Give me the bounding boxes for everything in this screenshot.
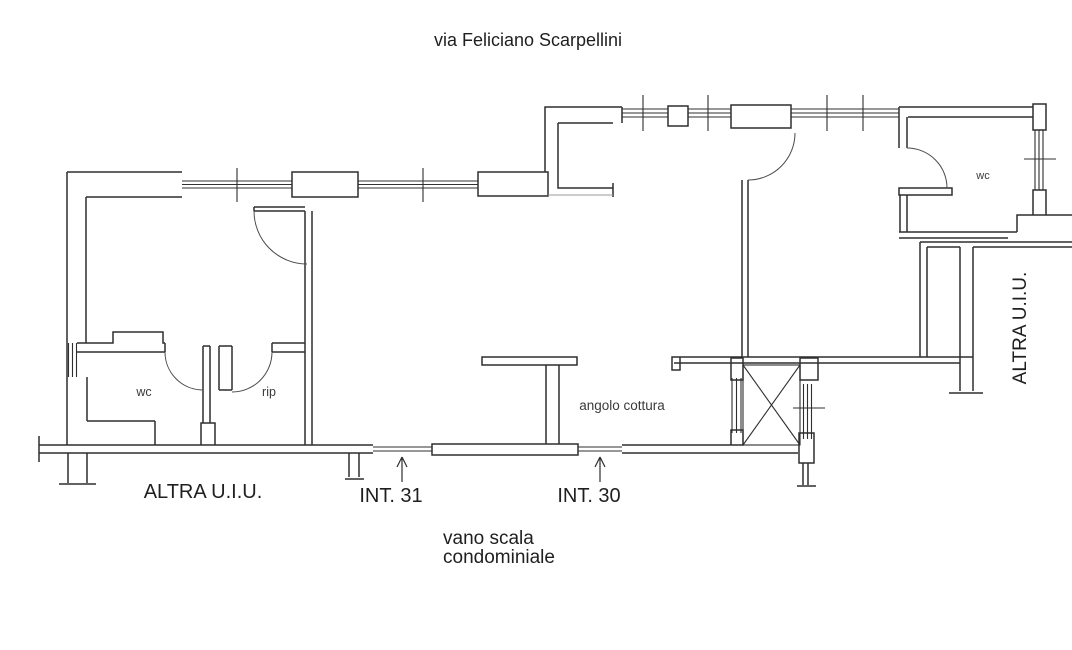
door-arc [747, 132, 796, 181]
label-vano-scala-line2: condominiale [443, 547, 555, 568]
windows [67, 95, 1056, 439]
label-altra-uiu-left: ALTRA U.I.U. [144, 481, 263, 503]
label-wc-left: wc [135, 385, 151, 399]
door-arcs [164, 132, 948, 393]
shaft-box [742, 364, 801, 446]
street-label: via Feliciano Scarpellini [434, 30, 622, 50]
exterior-walls [38, 103, 1072, 487]
door-arc [164, 351, 204, 391]
arrow-int-31 [396, 456, 408, 482]
door-arc [253, 210, 308, 265]
shaft-cross [742, 364, 801, 446]
label-altra-uiu-right: ALTRA U.I.U. [1010, 272, 1031, 385]
door-arc [231, 351, 273, 393]
label-angolo-cottura: angolo cottura [579, 398, 665, 413]
label-wc-right: wc [975, 170, 990, 182]
label-vano-scala-line1: vano scala [443, 528, 534, 549]
window-mullion-ticks [236, 95, 1056, 409]
window-glazing-lines [67, 108, 1044, 439]
arrow-int-30 [594, 456, 606, 482]
label-int-31: INT. 31 [359, 485, 422, 507]
label-rip: rip [262, 385, 276, 399]
elevator-shaft [742, 364, 801, 446]
walls [38, 103, 1072, 487]
entry-thresholds [373, 446, 622, 452]
door-arc [906, 147, 948, 189]
label-int-30: INT. 30 [557, 485, 620, 507]
